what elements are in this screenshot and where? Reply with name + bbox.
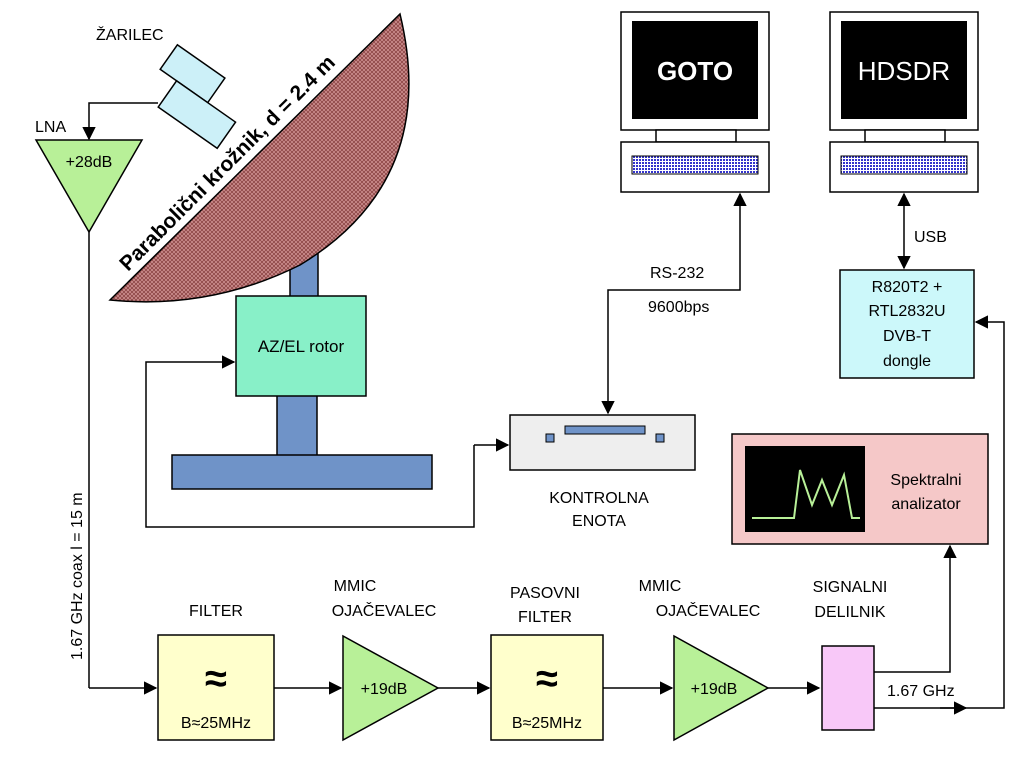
amp2-title-2: OJAČEVALEC (656, 601, 761, 620)
control-unit-led-left (545, 433, 555, 443)
rs232-label: RS-232 (650, 265, 704, 282)
freq-label: 1.67 GHz (887, 683, 955, 700)
dongle-line-2: RTL2832U (868, 303, 945, 320)
mount-stem (276, 394, 318, 458)
goto-screen (632, 21, 758, 119)
usb-label: USB (914, 229, 947, 246)
goto-screen-text: GOTO (657, 56, 733, 86)
signal-splitter (821, 645, 875, 731)
amp1-title-2: OJAČEVALEC (332, 601, 437, 620)
coax-label: 1.67 GHz coax l = 15 m (69, 492, 86, 660)
filter1-title: FILTER (189, 603, 243, 620)
filter2-title-2: FILTER (518, 609, 572, 626)
control-unit-slot (564, 425, 646, 435)
mount-base (171, 454, 433, 490)
dongle-line-1: R820T2 + (872, 279, 943, 296)
amp2-gain: +19dB (691, 681, 738, 698)
hdsdr-keyboard (840, 155, 968, 175)
dish-mount (171, 214, 433, 490)
analyzer-label-2: analizator (891, 496, 961, 513)
analyzer-label-1: Spektralni (890, 472, 961, 489)
lna-label: LNA (35, 119, 66, 136)
baud-label: 9600bps (648, 299, 709, 316)
dongle-line-4: dongle (883, 353, 931, 370)
splitter-title-2: DELILNIK (814, 604, 885, 621)
amp1-gain: +19dB (361, 681, 408, 698)
filter1-symbol: ≈ (205, 657, 227, 701)
feed-horn (157, 43, 237, 150)
filter2-symbol: ≈ (536, 657, 558, 701)
feed-label: ŽARILEC (96, 25, 164, 44)
mmic-amplifier-1 (342, 634, 440, 742)
hdsdr-screen (841, 21, 967, 119)
filter2-title-1: PASOVNI (510, 585, 580, 602)
control-unit-led-right (655, 433, 665, 443)
lna-gain: +28dB (66, 154, 113, 171)
splitter-to-analyzer (874, 544, 957, 673)
splitter-to-dongle (874, 315, 1005, 709)
az-el-rotor (235, 295, 367, 397)
hdsdr-screen-text: HDSDR (858, 56, 950, 86)
goto-keyboard (631, 155, 759, 175)
rs232-link (601, 192, 747, 415)
dongle-line-3: DVB-T (883, 328, 931, 345)
rotor-control-wire (145, 355, 475, 528)
control-unit-label-1: KONTROLNA (549, 490, 649, 507)
feed-to-lna-wire (82, 102, 158, 141)
amp1-title-1: MMIC (334, 578, 377, 595)
filter2-bandwidth: B≈25MHz (512, 715, 582, 732)
rotor-label: AZ/EL rotor (258, 337, 345, 356)
analyzer-trace (752, 469, 860, 519)
parabolic-dish (108, 12, 410, 303)
goto-computer (620, 11, 770, 193)
control-unit (509, 414, 696, 471)
amp2-title-1: MMIC (639, 578, 682, 595)
mmic-amplifier-2 (673, 634, 770, 742)
splitter-title-1: SIGNALNI (813, 579, 888, 596)
filter1-bandwidth: B≈25MHz (181, 715, 251, 732)
hdsdr-computer (829, 11, 979, 193)
bandpass-filter (490, 634, 604, 741)
control-unit-label-2: ENOTA (572, 513, 626, 530)
sdr-dongle (839, 269, 975, 379)
